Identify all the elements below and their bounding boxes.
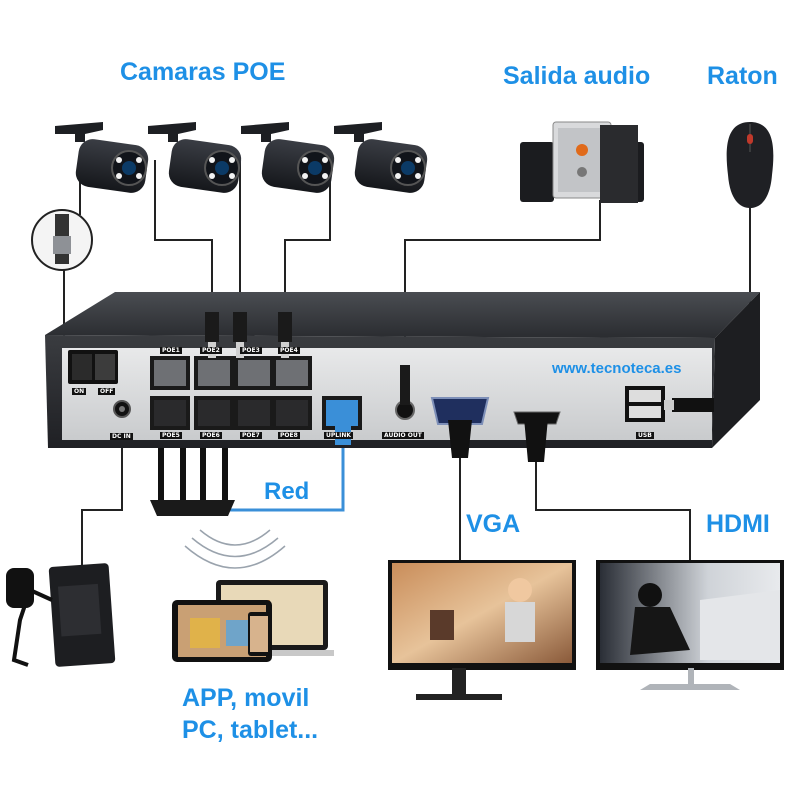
- poe-ports: [150, 356, 312, 430]
- ip-camera-icon: [55, 122, 149, 193]
- uplink-label: UPLINK: [324, 432, 353, 439]
- usb-plug: [672, 398, 714, 412]
- rj45-connector-zoom-icon: [31, 209, 93, 271]
- tablet-icon: [172, 600, 272, 662]
- network-plug: [335, 415, 351, 445]
- audio-out-label: AUDIO OUT: [382, 432, 424, 439]
- vga-port[interactable]: [430, 397, 490, 425]
- switch-on-label: ON: [72, 388, 87, 395]
- cameras-label: Camaras POE: [120, 58, 286, 86]
- vga-plug: [448, 420, 472, 458]
- mouse-label: Raton: [707, 62, 778, 90]
- poe-label-2: POE2: [200, 347, 222, 354]
- poe-label-5: POE5: [160, 432, 182, 439]
- usb-label: USB: [636, 432, 654, 439]
- monitor-icon: [596, 560, 784, 690]
- mouse-icon: [726, 122, 774, 208]
- nvr-recorder: [45, 292, 760, 448]
- vga-label: VGA: [466, 510, 521, 538]
- apps-label-line1: APP, movil: [182, 684, 310, 712]
- hdmi-label: HDMI: [706, 510, 770, 538]
- audio-label: Salida audio: [503, 62, 651, 90]
- website-text: www.tecnoteca.es: [552, 360, 682, 377]
- dc-in-label: DC IN: [110, 433, 133, 440]
- network-label: Red: [264, 478, 310, 505]
- poe-label-7: POE7: [240, 432, 262, 439]
- phone-icon: [248, 612, 270, 656]
- ip-camera-icon: [241, 122, 335, 193]
- ip-camera-icon: [334, 122, 428, 193]
- poe-label-1: POE1: [160, 347, 182, 354]
- ip-camera-icon: [148, 122, 242, 193]
- hdmi-plug: [524, 418, 548, 462]
- power-adapter-icon: [6, 563, 116, 667]
- switch-off-label: OFF: [98, 388, 116, 395]
- network-cable: [215, 440, 345, 512]
- apps-label-line2: PC, tablet...: [182, 716, 319, 744]
- poe-label-8: POE8: [278, 432, 300, 439]
- poe-label-6: POE6: [200, 432, 222, 439]
- speaker-icon: [520, 121, 644, 203]
- poe-label-4: POE4: [278, 347, 300, 354]
- audio-plug: [400, 365, 410, 405]
- wifi-signal-icon: [184, 529, 286, 569]
- router-icon: [150, 448, 235, 516]
- monitor-icon: [388, 560, 576, 700]
- poe-label-3: POE3: [240, 347, 262, 354]
